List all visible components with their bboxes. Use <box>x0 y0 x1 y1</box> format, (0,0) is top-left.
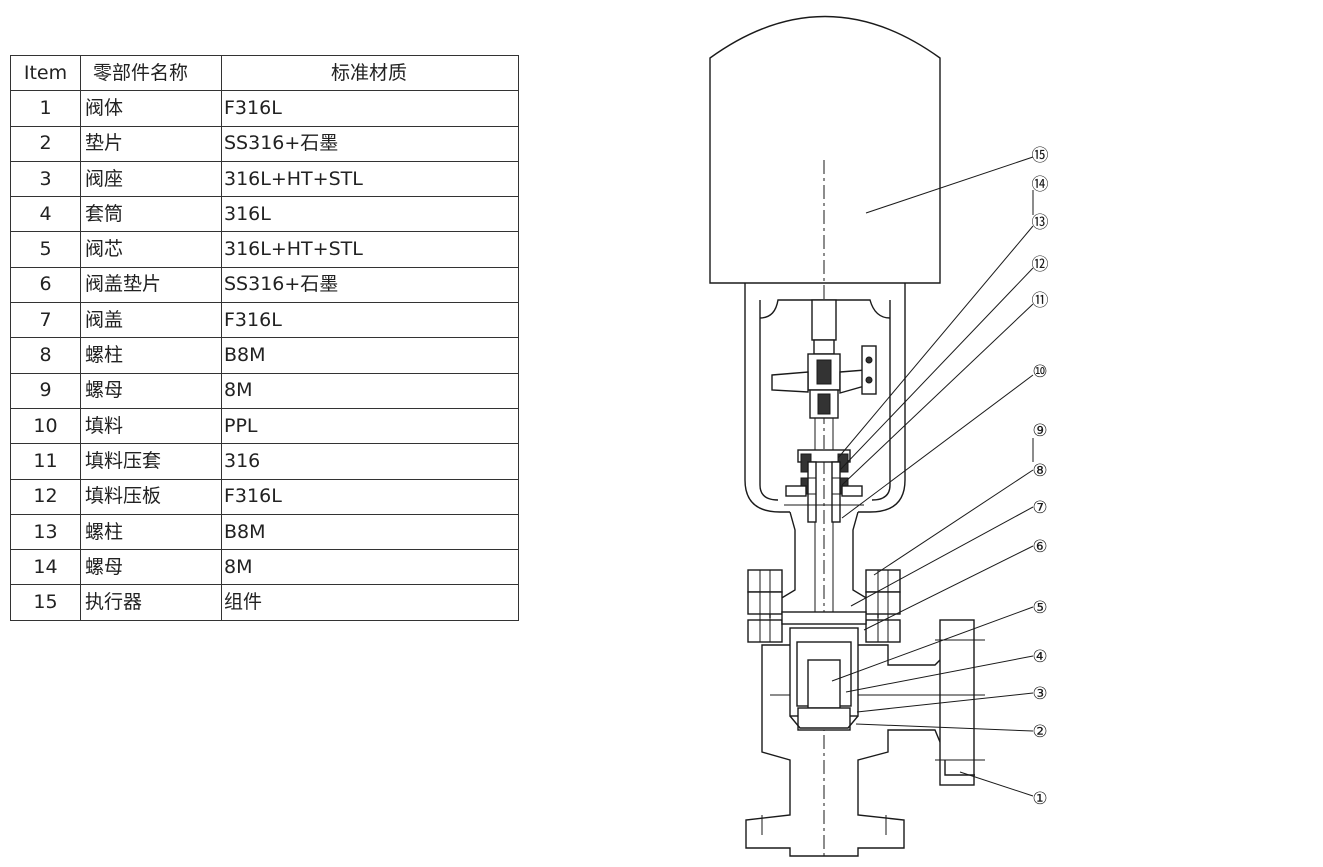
part-name-cell: 阀座 <box>80 160 222 198</box>
item-cell: 14 <box>10 549 81 586</box>
part-name-cell: 填料压板 <box>80 478 222 515</box>
material-cell: PPL <box>221 407 519 445</box>
item-cell: 8 <box>10 337 81 374</box>
callout-label-11: ⑪ <box>1032 291 1049 311</box>
header-item: Item <box>10 54 81 92</box>
item-cell: 15 <box>10 584 81 621</box>
callout-label-5: ⑤ <box>1032 598 1047 618</box>
leader-line-11 <box>841 303 1034 486</box>
material-cell: 8M <box>221 549 519 586</box>
callout-label-4: ④ <box>1032 647 1047 667</box>
material-cell: F316L <box>221 90 519 127</box>
item-cell: 13 <box>10 513 81 551</box>
callout-label-14: ⑭ <box>1032 175 1049 195</box>
material-cell: 8M <box>221 372 519 409</box>
callout-label-10: ⑩ <box>1032 362 1047 382</box>
item-cell: 9 <box>10 372 81 409</box>
callout-label-2: ② <box>1032 722 1047 742</box>
material-cell: B8M <box>221 337 519 374</box>
part-name-cell: 垫片 <box>80 125 222 162</box>
part-name-cell: 螺母 <box>80 549 222 586</box>
item-cell: 5 <box>10 231 81 268</box>
part-name-cell: 阀芯 <box>80 231 222 268</box>
callout-label-6: ⑥ <box>1032 537 1047 557</box>
callout-label-3: ③ <box>1032 684 1047 704</box>
item-cell: 1 <box>10 90 81 127</box>
material-cell: F316L <box>221 302 519 339</box>
callout-label-1: ① <box>1032 789 1047 809</box>
callout-label-7: ⑦ <box>1032 498 1047 518</box>
actuator-housing <box>709 15 941 860</box>
part-name-cell: 阀盖垫片 <box>80 266 222 304</box>
stem-connector <box>771 299 877 615</box>
cage-plug-seat <box>789 627 859 731</box>
item-cell: 3 <box>10 160 81 198</box>
leader-line-3 <box>856 692 1034 713</box>
callout-label-13: ⑬ <box>1032 213 1049 233</box>
part-name-cell: 螺母 <box>80 372 222 409</box>
leader-line-4 <box>845 655 1034 693</box>
part-name-cell: 螺柱 <box>80 337 222 374</box>
material-cell: 316L <box>221 196 519 233</box>
leader-line-8 <box>873 469 1034 576</box>
leader-line-1 <box>959 771 1034 797</box>
leader-line-5 <box>831 606 1034 682</box>
leader-line-10 <box>841 374 1034 519</box>
packing-gland <box>785 449 863 523</box>
part-name-cell: 执行器 <box>80 584 222 621</box>
item-cell: 10 <box>10 407 81 445</box>
material-cell: SS316+石墨 <box>221 266 519 304</box>
body-bolts <box>747 569 901 643</box>
callout-label-9: ⑨ <box>1032 421 1047 441</box>
material-cell: 组件 <box>221 584 519 621</box>
leader-line-6 <box>863 545 1034 631</box>
item-cell: 2 <box>10 125 81 162</box>
material-cell: SS316+石墨 <box>221 125 519 162</box>
material-cell: 316 <box>221 443 519 480</box>
material-cell: 316L+HT+STL <box>221 160 519 198</box>
valve-body <box>745 619 985 857</box>
leader-line-13 <box>837 225 1034 459</box>
table-header-row: Item 零部件名称 标准材质 <box>10 54 519 92</box>
yoke <box>744 283 906 513</box>
leader-line-15 <box>865 156 1034 214</box>
callout-label-12: ⑫ <box>1032 255 1049 275</box>
leader-line-12 <box>839 267 1034 471</box>
leader-line-2 <box>855 723 1034 732</box>
part-name-cell: 套筒 <box>80 196 222 233</box>
material-cell: F316L <box>221 478 519 515</box>
header-part-name: 零部件名称 <box>80 54 222 92</box>
callouts: ① ② ③ ④ ⑤ ⑥ ⑦ ⑧ ⑨ ⑩ ⑪ ⑫ ⑬ ⑭ ⑮ <box>831 146 1049 809</box>
leader-line-7 <box>850 506 1034 607</box>
callout-label-15: ⑮ <box>1032 146 1049 166</box>
callout-label-8: ⑧ <box>1032 461 1047 481</box>
